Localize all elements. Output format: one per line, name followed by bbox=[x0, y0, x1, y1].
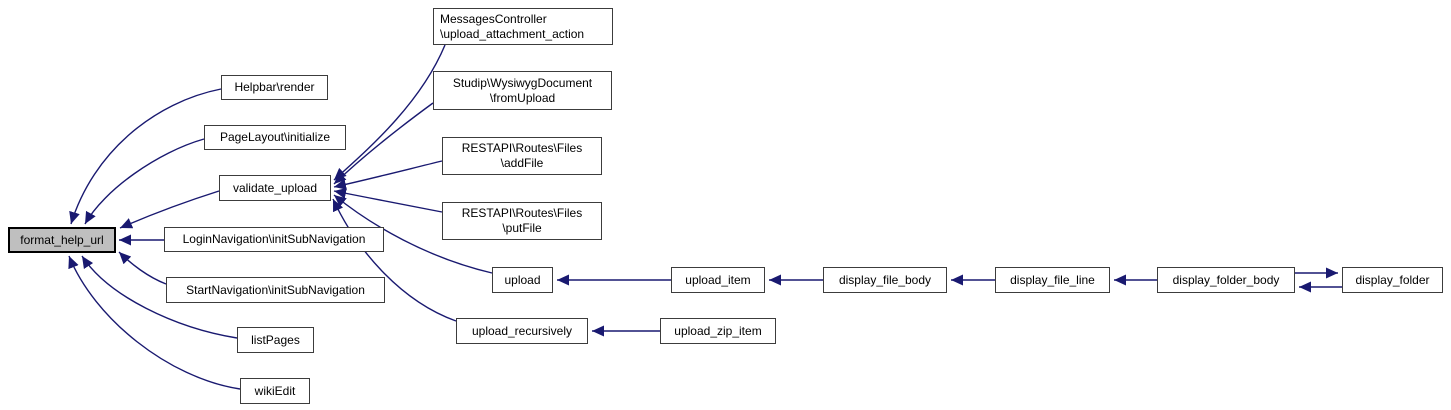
node-studip_wysiwygdocument_fromupload[interactable]: Studip\WysiwygDocument \fromUpload bbox=[433, 71, 612, 110]
node-label: RESTAPI\Routes\Files \addFile bbox=[461, 141, 583, 170]
node-label: display_file_body bbox=[838, 272, 932, 287]
node-label: PageLayout\initialize bbox=[219, 130, 331, 144]
node-label: upload_recursively bbox=[471, 323, 573, 338]
node-messagescontroller_upload_attachment_action[interactable]: MessagesController \upload_attachment_ac… bbox=[433, 8, 613, 45]
node-label: display_folder_body bbox=[1172, 272, 1280, 287]
node-label: LoginNavigation\initSubNavigation bbox=[182, 232, 366, 246]
node-loginnavigation_initsubnavigation[interactable]: LoginNavigation\initSubNavigation bbox=[164, 227, 384, 252]
node-upload_item[interactable]: upload_item bbox=[671, 267, 765, 293]
node-label: upload_zip_item bbox=[674, 323, 762, 338]
node-display_file_line[interactable]: display_file_line bbox=[995, 267, 1110, 293]
node-restapi_routes_files_putfile[interactable]: RESTAPI\Routes\Files \putFile bbox=[442, 202, 602, 240]
node-display_folder[interactable]: display_folder bbox=[1342, 267, 1443, 293]
edge-upload_recursively-to-validate_upload bbox=[332, 198, 457, 322]
node-format_help_url[interactable]: format_help_url bbox=[8, 227, 116, 253]
node-label: Helpbar\render bbox=[234, 80, 315, 94]
node-label: MessagesController \upload_attachment_ac… bbox=[440, 11, 585, 41]
node-label: listPages bbox=[251, 332, 300, 347]
node-restapi_routes_files_addfile[interactable]: RESTAPI\Routes\Files \addFile bbox=[442, 137, 602, 175]
node-label: format_help_url bbox=[20, 232, 104, 247]
node-listpages[interactable]: listPages bbox=[237, 327, 314, 353]
node-upload_zip_item[interactable]: upload_zip_item bbox=[660, 318, 776, 344]
edge-restapi_routes_files_addfile-to-validate_upload bbox=[333, 160, 443, 190]
node-display_file_body[interactable]: display_file_body bbox=[823, 267, 947, 293]
node-label: upload_item bbox=[685, 272, 751, 287]
edge-helpbar_render-to-format_help_url bbox=[69, 88, 222, 225]
node-helpbar_render[interactable]: Helpbar\render bbox=[221, 75, 328, 100]
node-display_folder_body[interactable]: display_folder_body bbox=[1157, 267, 1295, 293]
node-label: StartNavigation\initSubNavigation bbox=[186, 282, 365, 297]
edge-startnavigation_initsubnavigation-to-format_help_url bbox=[118, 251, 167, 285]
node-startnavigation_initsubnavigation[interactable]: StartNavigation\initSubNavigation bbox=[166, 277, 385, 303]
node-label: upload bbox=[504, 272, 541, 287]
node-label: display_folder bbox=[1355, 272, 1430, 287]
edge-wikiedit-to-format_help_url bbox=[68, 255, 241, 390]
node-label: validate_upload bbox=[232, 180, 318, 195]
node-label: wikiEdit bbox=[254, 383, 296, 398]
node-wikiedit[interactable]: wikiEdit bbox=[240, 378, 310, 404]
node-label: Studip\WysiwygDocument \fromUpload bbox=[452, 75, 593, 105]
edge-listpages-to-format_help_url bbox=[81, 255, 238, 339]
node-label: display_file_line bbox=[1010, 272, 1095, 287]
node-validate_upload[interactable]: validate_upload bbox=[219, 175, 331, 201]
edge-validate_upload-to-format_help_url bbox=[119, 190, 220, 229]
node-label: RESTAPI\Routes\Files \putFile bbox=[461, 206, 583, 235]
node-upload_recursively[interactable]: upload_recursively bbox=[456, 318, 588, 344]
edge-pagelayout_initialize-to-format_help_url bbox=[84, 138, 205, 225]
edge-studip_wysiwygdocument_fromupload-to-validate_upload bbox=[333, 102, 434, 185]
node-pagelayout_initialize[interactable]: PageLayout\initialize bbox=[204, 125, 346, 150]
edge-upload-to-validate_upload bbox=[333, 194, 493, 274]
edge-messagescontroller_upload_attachment_action-to-validate_upload bbox=[333, 44, 446, 181]
node-upload[interactable]: upload bbox=[492, 267, 553, 293]
edge-restapi_routes_files_putfile-to-validate_upload bbox=[333, 187, 443, 213]
